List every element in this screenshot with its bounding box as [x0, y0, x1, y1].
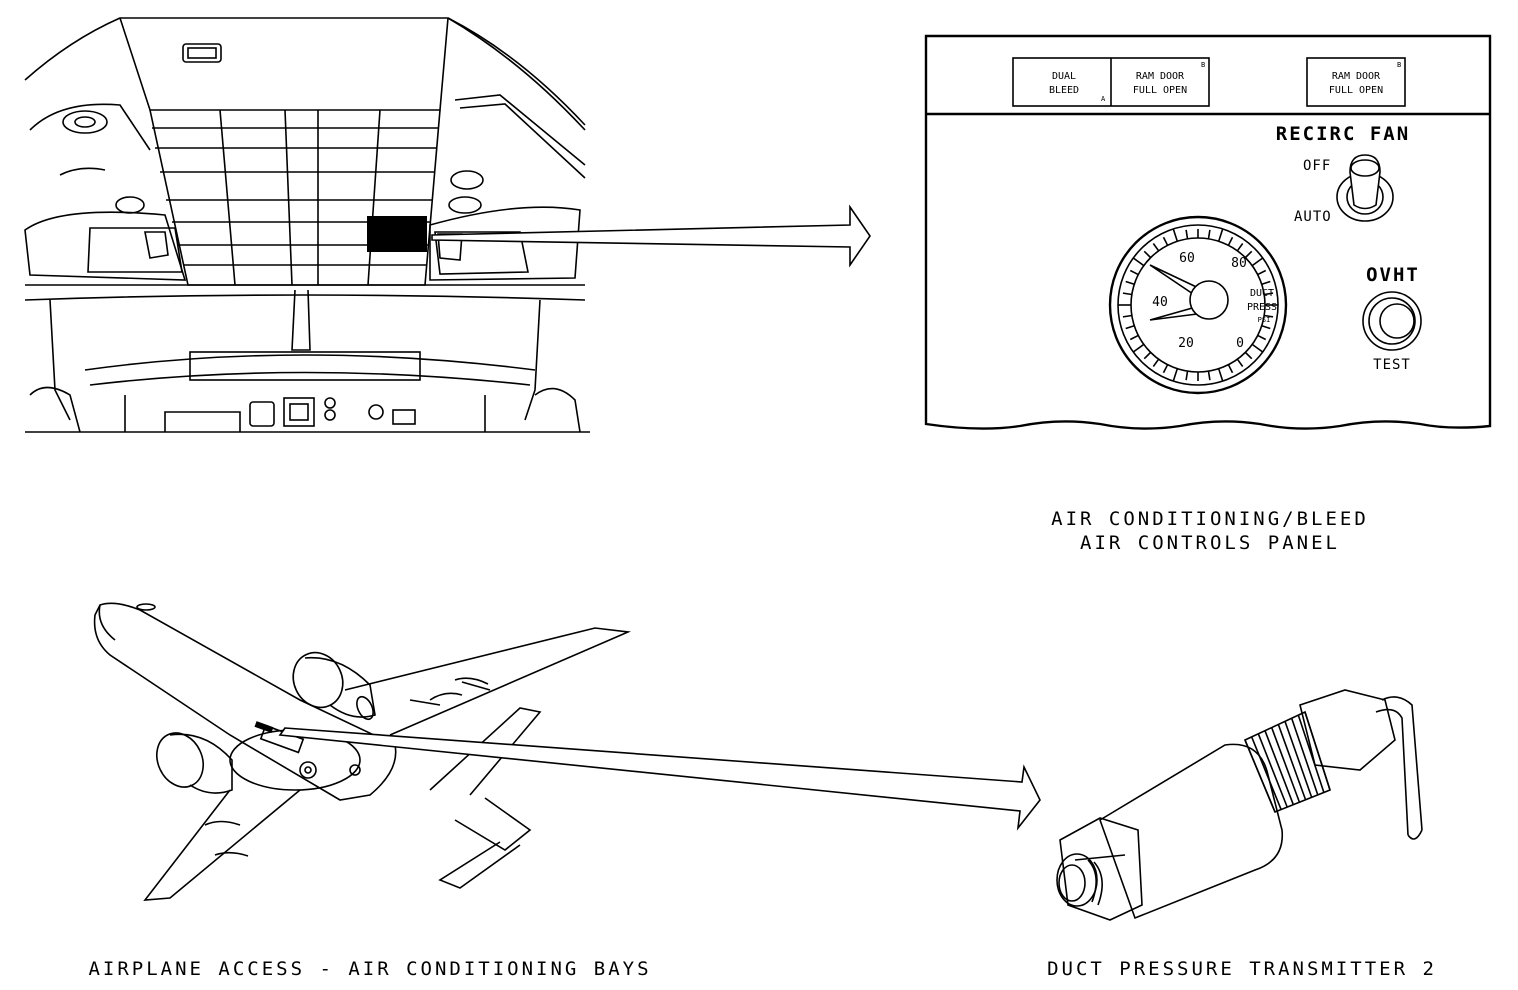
- panel-caption-line1: AIR CONDITIONING/BLEED: [1051, 508, 1369, 530]
- knurl-line: [1277, 724, 1307, 801]
- ram-door-right-corner: B: [1397, 61, 1401, 69]
- gauge-tick-mark: [1217, 368, 1224, 382]
- gauge-tick-mark: [1207, 229, 1211, 239]
- gauge-tick-mark: [1129, 269, 1139, 276]
- dual-bleed-line1: DUAL: [1052, 71, 1076, 82]
- gauge-tick-mark: [1172, 228, 1179, 242]
- knurl-line: [1250, 736, 1282, 810]
- recirc-fan-title: RECIRC FAN: [1276, 123, 1410, 145]
- ovht-test-label: TEST: [1373, 357, 1411, 373]
- recirc-fan-off-label: OFF: [1303, 158, 1331, 174]
- gauge-tick-mark: [1251, 343, 1264, 353]
- dual-bleed-corner: A: [1101, 95, 1106, 103]
- gauge-tick-mark: [1244, 351, 1253, 360]
- airplane-caption: AIRPLANE ACCESS - AIR CONDITIONING BAYS: [88, 958, 651, 980]
- gauge-label-duct: DUCT: [1250, 288, 1274, 299]
- knurl-line: [1257, 733, 1288, 808]
- air-conditioning-panel: DUAL BLEED A RAM DOOR FULL OPEN B RAM DO…: [924, 34, 1492, 430]
- gauge-tick-mark: [1125, 324, 1135, 330]
- knurl-line: [1304, 711, 1331, 791]
- ram-door-left-line1: RAM DOOR: [1136, 71, 1185, 82]
- gauge-tick-0: 0: [1236, 336, 1244, 351]
- gauge-tick-mark: [1264, 292, 1274, 296]
- gauge-tick-mark: [1122, 314, 1132, 318]
- ovht-test-button: OVHT TEST: [1362, 264, 1422, 373]
- knurl-line: [1264, 730, 1295, 805]
- ram-door-right-line1: RAM DOOR: [1332, 71, 1381, 82]
- gauge-tick-mark: [1132, 257, 1145, 267]
- knurl-line: [1270, 727, 1301, 803]
- gauge-tick-mark: [1172, 368, 1179, 382]
- gauge-tick-80: 80: [1231, 256, 1247, 271]
- transmitter-caption: DUCT PRESSURE TRANSMITTER 2: [1047, 958, 1437, 980]
- gauge-tick-mark: [1257, 269, 1267, 276]
- gauge-tick-mark: [1129, 334, 1139, 341]
- toggle-lever: [1349, 154, 1381, 210]
- ovht-title: OVHT: [1366, 264, 1420, 286]
- gauge-tick-mark: [1244, 250, 1253, 259]
- gauge-tick-mark: [1251, 257, 1264, 267]
- ram-door-left-line2: FULL OPEN: [1133, 85, 1187, 96]
- gauge-tick-mark: [1132, 343, 1145, 353]
- ram-door-right-line2: FULL OPEN: [1329, 85, 1383, 96]
- dual-bleed-line2: BLEED: [1049, 85, 1079, 96]
- highlighted-panel-location: [367, 216, 427, 252]
- gauge-tick-mark: [1143, 250, 1152, 259]
- gauge-tick-mark: [1264, 314, 1274, 318]
- gauge-tick-mark: [1162, 364, 1169, 374]
- gauge-tick-mark: [1162, 236, 1169, 246]
- gauge-label-press: PRESS: [1247, 302, 1277, 313]
- gauge-tick-mark: [1152, 358, 1160, 367]
- cockpit-overhead-illustration: [24, 17, 590, 433]
- gauge-tick-20: 20: [1178, 336, 1194, 351]
- gauge-tick-mark: [1227, 364, 1234, 374]
- recirc-fan-switch: RECIRC FAN OFF AUTO: [1276, 123, 1410, 225]
- gauge-tick-mark: [1261, 324, 1271, 330]
- annunciator-dual-bleed-ram-door: DUAL BLEED A RAM DOOR FULL OPEN B: [1012, 57, 1210, 107]
- duct-pressure-transmitter-illustration: [1056, 689, 1423, 921]
- knurl-line: [1284, 721, 1313, 798]
- gauge-tick-mark: [1261, 280, 1271, 286]
- gauge-hub: [1189, 280, 1229, 320]
- annunciator-ram-door-right: RAM DOOR FULL OPEN B: [1306, 57, 1406, 107]
- ram-door-left-corner: B: [1201, 61, 1205, 69]
- gauge-tick-mark: [1185, 371, 1189, 381]
- knurl-line: [1244, 739, 1276, 813]
- gauge-tick-mark: [1207, 371, 1211, 381]
- recirc-fan-auto-label: AUTO: [1294, 209, 1332, 225]
- gauge-tick-mark: [1185, 229, 1189, 239]
- gauge-tick-mark: [1227, 236, 1234, 246]
- gauge-tick-mark: [1143, 351, 1152, 360]
- knurl-line: [1290, 717, 1319, 796]
- arrow-to-transmitter: [278, 727, 1041, 831]
- gauge-tick-40: 40: [1152, 295, 1168, 310]
- gauge-tick-mark: [1125, 280, 1135, 286]
- arrow-to-panel: [431, 204, 871, 268]
- gauge-tick-mark: [1236, 358, 1244, 367]
- panel-caption-line2: AIR CONTROLS PANEL: [1080, 532, 1340, 554]
- knurl-line: [1297, 714, 1325, 793]
- gauge-tick-mark: [1217, 228, 1224, 242]
- gauge-tick-60: 60: [1179, 251, 1195, 266]
- gauge-tick-mark: [1257, 334, 1267, 341]
- gauge-tick-mark: [1152, 243, 1160, 252]
- gauge-tick-mark: [1122, 292, 1132, 296]
- duct-pressure-gauge: 60 80 40 20 0 DUCT PRESS PSI: [1108, 215, 1288, 395]
- gauge-label-unit: PSI: [1258, 316, 1271, 324]
- gauge-tick-mark: [1236, 243, 1244, 252]
